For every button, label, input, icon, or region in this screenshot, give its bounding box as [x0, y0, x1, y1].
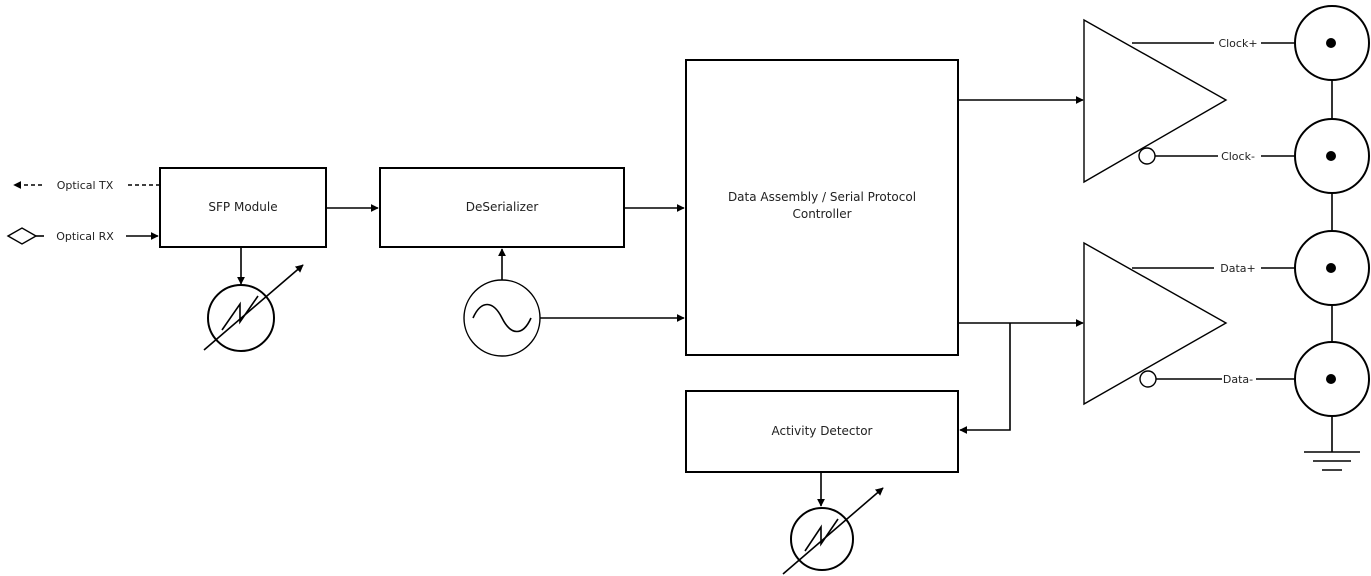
deserializer-block: DeSerializer [379, 167, 625, 248]
clock-driver-icon [1083, 18, 1228, 184]
clock-plus-label: Clock+ [1218, 37, 1257, 50]
data-minus-label: Data- [1223, 373, 1253, 386]
clock-minus-label: Clock- [1221, 150, 1255, 163]
activity-detector-block: Activity Detector [685, 390, 959, 473]
data-driver-icon [1083, 241, 1228, 406]
deserializer-label: DeSerializer [466, 200, 539, 214]
activity-adjustable-indicator-icon [782, 487, 884, 575]
bnc-connector-icon [1294, 341, 1370, 417]
sfp-module-block: SFP Module [159, 167, 327, 248]
optical-rx-diamond-icon [6, 227, 38, 245]
controller-label-line2: Controller [792, 207, 851, 221]
controller-block: Data Assembly / Serial Protocol Controll… [685, 59, 959, 356]
ground-icon [1304, 440, 1360, 471]
bnc-connector-icon [1294, 230, 1370, 306]
activity-detector-label: Activity Detector [772, 424, 873, 438]
bnc-connector-icon [1294, 5, 1370, 81]
sfp-module-label: SFP Module [208, 200, 277, 214]
optical-rx-link: Optical RX [6, 227, 159, 245]
sine-oscillator-icon [463, 279, 541, 357]
optical-tx-link: Optical TX [13, 179, 160, 192]
optical-rx-label: Optical RX [56, 230, 114, 243]
data-plus-label: Data+ [1220, 262, 1255, 275]
optical-tx-label: Optical TX [57, 179, 114, 192]
sfp-adjustable-indicator-icon [203, 264, 304, 352]
bnc-connector-icon [1294, 118, 1370, 194]
controller-label-line1: Data Assembly / Serial Protocol [728, 190, 916, 204]
